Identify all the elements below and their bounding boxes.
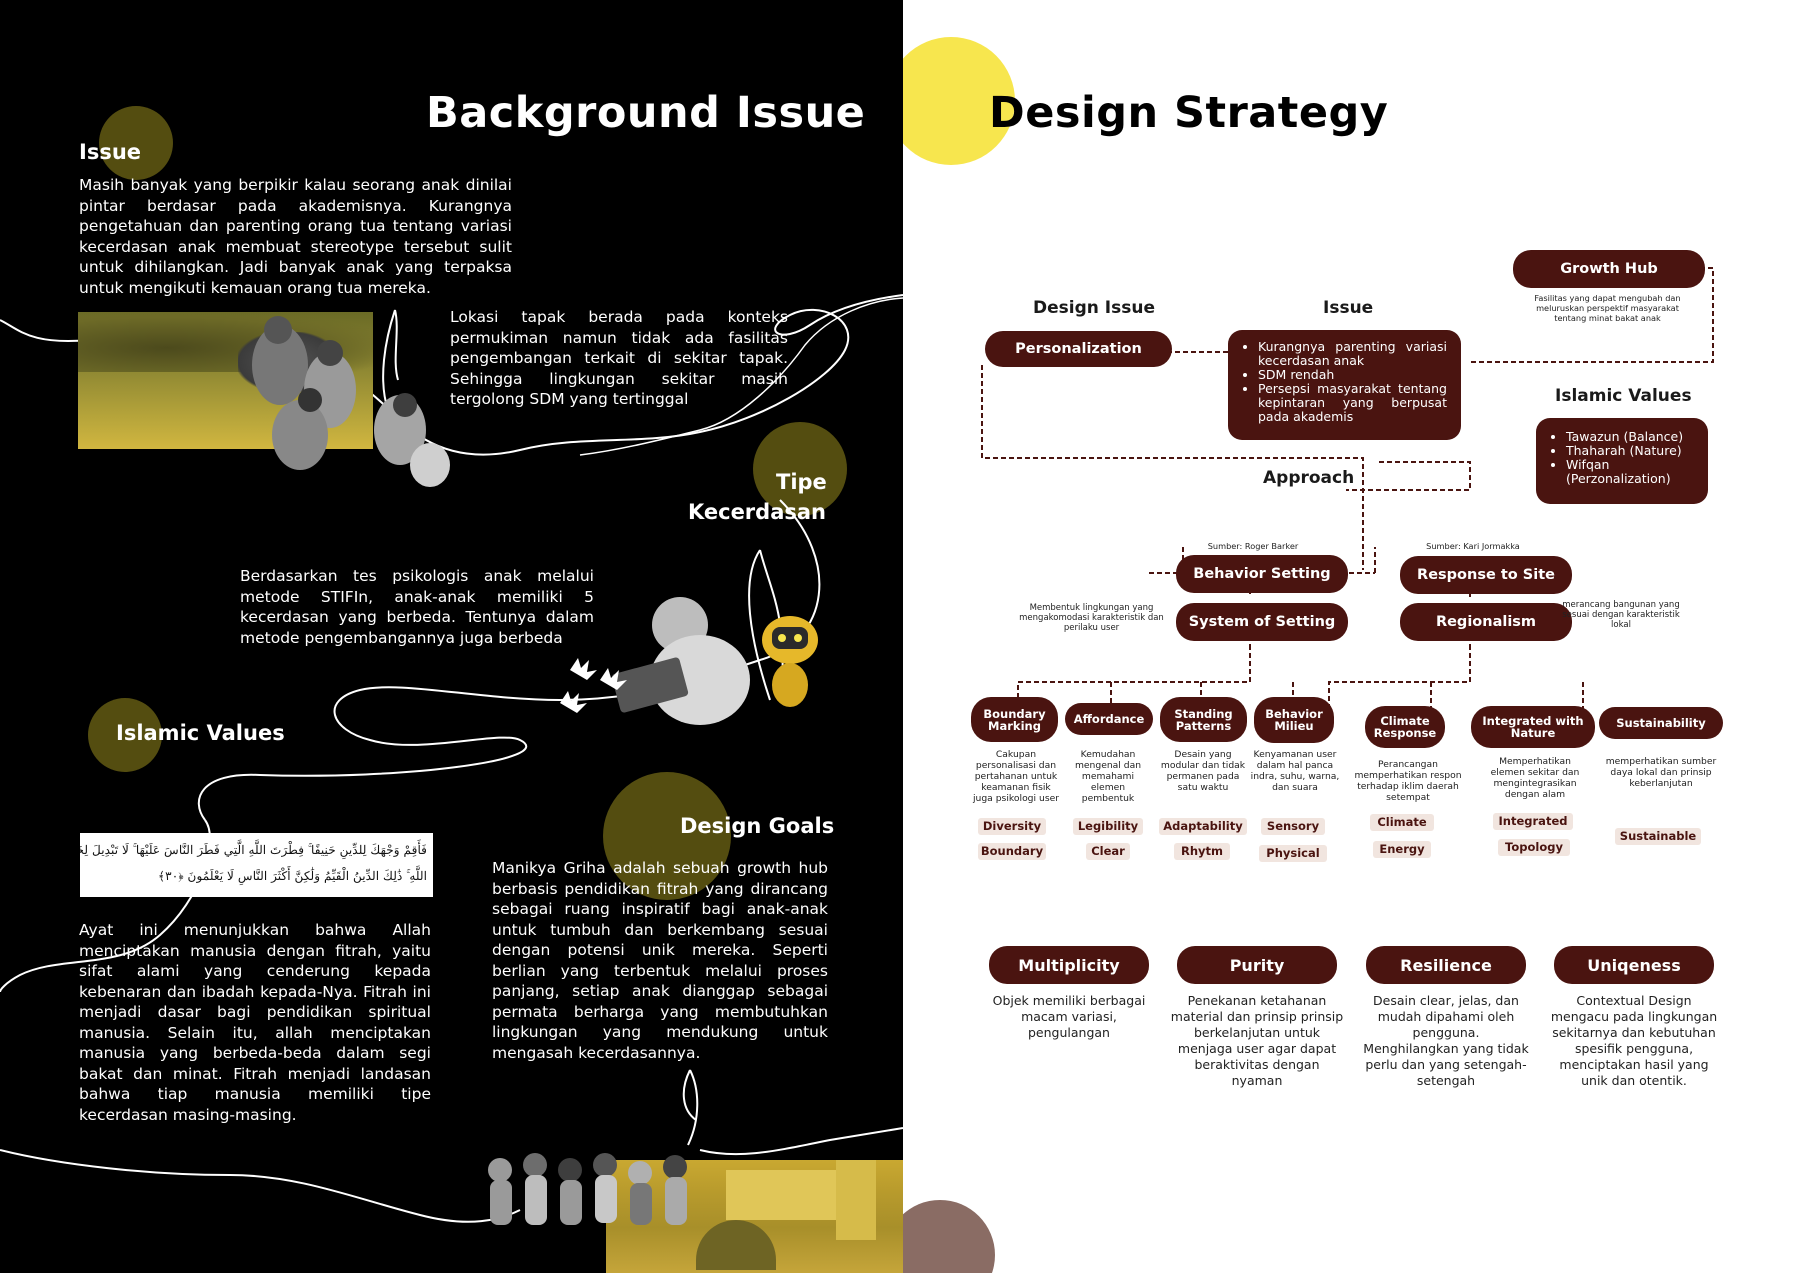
design-strategy-panel: Design Strategy Design Issue Personaliza… <box>903 0 1800 1273</box>
strategy-note-integrated-with-nature: Memperhatikan elemen sekitar dan mengint… <box>1490 756 1580 800</box>
background-issue-panel: Background Issue Issue Masih banyak yang… <box>0 0 903 1273</box>
tag-topology: Topology <box>1498 839 1570 856</box>
issue-item: SDM rendah <box>1258 368 1447 382</box>
strategy-pill-integrated-with-nature: Integrated with Nature <box>1471 706 1595 748</box>
issue-text: Masih banyak yang berpikir kalau seorang… <box>79 176 512 297</box>
issue-heading-right: Issue <box>1323 298 1374 318</box>
tipe-circle <box>753 422 847 516</box>
tipe-heading-line2: Kecerdasan <box>687 500 826 524</box>
tag-integrated: Integrated <box>1493 813 1573 830</box>
tag-sustainable: Sustainable <box>1615 828 1701 845</box>
islamic-value-item: Thaharah (Nature) <box>1566 444 1696 458</box>
tag-diversity: Diversity <box>978 818 1046 835</box>
strategy-pill-standing-patterns: Standing Patterns <box>1160 697 1247 742</box>
tag-clear: Clear <box>1086 843 1130 860</box>
quran-verse: فَأَقِمْ وَجْهَكَ لِلدِّينِ حَنِيفًا ۚ ف… <box>80 833 433 897</box>
regionalism-note: merancang bangunan yang sesuai dengan ka… <box>1562 600 1680 630</box>
quran-verse-line1: فَأَقِمْ وَجْهَكَ لِلدِّينِ حَنِيفًا ۚ ف… <box>80 843 427 857</box>
islamic-heading: Islamic Values <box>116 721 285 745</box>
tag-sensory: Sensory <box>1261 818 1325 835</box>
strategy-note-behavior-milieu: Kenyamanan user dalam hal panca indra, s… <box>1250 749 1340 793</box>
behavior-setting-pill: Behavior Setting <box>1176 555 1348 593</box>
design-issue-heading: Design Issue <box>1033 298 1155 318</box>
strategy-pill-behavior-milieu: Behavior Milieu <box>1254 697 1334 743</box>
islamic-values-box: Tawazun (Balance) Thaharah (Nature) Wifq… <box>1536 418 1708 504</box>
children-photo <box>252 316 450 487</box>
islamic-value-item: Tawazun (Balance) <box>1566 430 1696 444</box>
goals-heading: Design Goals <box>680 814 835 838</box>
strategy-pill-sustainability: Sustainability <box>1599 707 1723 739</box>
principle-pill-uniqeness: Uniqeness <box>1554 946 1714 984</box>
response-to-site-pill: Response to Site <box>1400 556 1572 594</box>
growth-hub-pill: Growth Hub <box>1513 250 1705 288</box>
strategy-pill-affordance: Affordance <box>1065 703 1153 735</box>
strategy-title: Design Strategy <box>989 88 1389 138</box>
system-of-setting-pill: System of Setting <box>1176 603 1348 641</box>
tag-boundary: Boundary <box>978 843 1046 860</box>
principle-pill-resilience: Resilience <box>1366 946 1526 984</box>
islamic-circle <box>88 698 162 772</box>
strategy-pill-boundary-marking: Boundary Marking <box>971 697 1058 742</box>
strategy-pill-climate-response: Climate Response <box>1365 706 1445 748</box>
issue-circle <box>99 106 173 180</box>
yellow-circle <box>903 37 1015 165</box>
approach-heading: Approach <box>1263 468 1355 488</box>
tag-legibility: Legibility <box>1073 818 1143 835</box>
behavior-note: Membentuk lingkungan yang mengakomodasi … <box>1019 603 1164 633</box>
quran-verse-line2: اللَّهِ ۚ ذَٰلِكَ الدِّينُ الْقَيِّمُ وَ… <box>158 869 427 883</box>
issue-box: Kurangnya parenting variasi kecerdasan a… <box>1228 330 1461 440</box>
background-title: Background Issue <box>426 88 866 138</box>
personalization-pill: Personalization <box>985 331 1172 367</box>
strategy-note-affordance: Kemudahan mengenal dan memahami elemen p… <box>1074 749 1142 804</box>
response-source: Sumber: Kari Jormakka <box>1426 541 1520 551</box>
goals-circle <box>603 772 731 900</box>
strategy-note-boundary-marking: Cakupan personalisasi dan pertahanan unt… <box>972 749 1060 804</box>
principle-pill-purity: Purity <box>1177 946 1337 984</box>
jumping-kids-photo <box>488 1153 687 1225</box>
boy-laptop-photo <box>560 597 818 725</box>
strategy-note-sustainability: memperhatikan sumber daya lokal dan prin… <box>1605 756 1717 789</box>
growth-hub-note: Fasilitas yang dapat mengubah dan meluru… <box>1534 293 1681 323</box>
tipe-heading-line1: Tipe <box>776 470 827 494</box>
principle-text-resilience: Desain clear, jelas, dan mudah dipahami … <box>1363 993 1529 1088</box>
building-photo <box>606 1160 903 1273</box>
principle-text-uniqeness: Contextual Design mengacu pada lingkunga… <box>1550 993 1718 1088</box>
tag-rhytm: Rhytm <box>1174 843 1230 860</box>
issue-item: Persepsi masyarakat tentang kepintaran y… <box>1258 382 1447 424</box>
strategy-note-standing-patterns: Desain yang modular dan tidak permanen p… <box>1160 749 1246 793</box>
tag-adaptability: Adaptability <box>1159 818 1247 835</box>
islamic-value-item: Wifqan (Perzonalization) <box>1566 458 1696 486</box>
location-text: Lokasi tapak berada pada konteks permuki… <box>450 308 788 408</box>
islamic-text: Ayat ini menunjukkan bahwa Allah mencipt… <box>79 921 431 1124</box>
tag-climate: Climate <box>1370 814 1434 831</box>
principle-text-purity: Penekanan ketahanan material dan prinsip… <box>1170 993 1344 1088</box>
strategy-note-climate-response: Perancangan memperhatikan respon terhada… <box>1354 759 1462 803</box>
tipe-text: Berdasarkan tes psikologis anak melalui … <box>240 567 594 647</box>
tag-energy: Energy <box>1373 841 1431 858</box>
goals-text: Manikya Griha adalah sebuah growth hub b… <box>492 859 828 1062</box>
issue-item: Kurangnya parenting variasi kecerdasan a… <box>1258 340 1447 368</box>
issue-heading: Issue <box>79 140 142 164</box>
regionalism-pill: Regionalism <box>1400 603 1572 641</box>
principle-pill-multiplicity: Multiplicity <box>989 946 1149 984</box>
tag-physical: Physical <box>1259 845 1327 862</box>
behavior-source: Sumber: Roger Barker <box>1207 541 1299 551</box>
islamic-values-heading: Islamic Values <box>1555 386 1692 406</box>
principle-text-multiplicity: Objek memiliki berbagai macam variasi, p… <box>992 993 1146 1040</box>
